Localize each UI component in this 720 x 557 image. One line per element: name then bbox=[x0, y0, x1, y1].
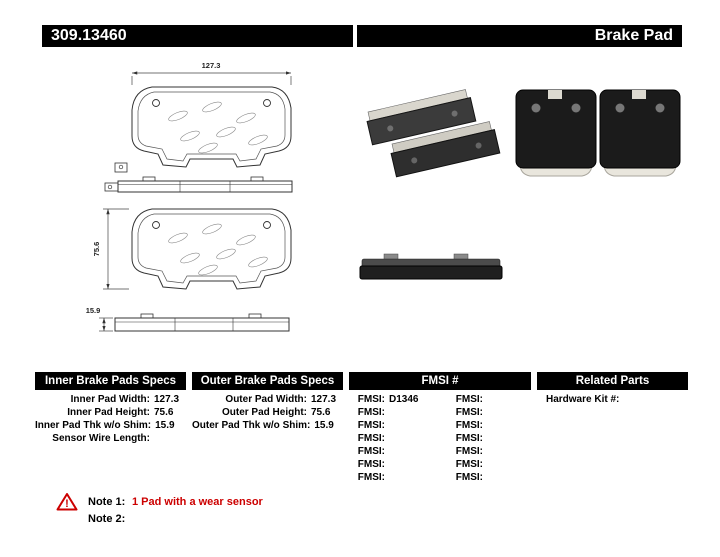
spec-value: 127.3 bbox=[154, 394, 180, 405]
height-dimension bbox=[103, 208, 129, 290]
table-row: FMSI: FMSI: bbox=[349, 458, 531, 471]
width-dimension bbox=[131, 71, 292, 85]
angled-pads-photo bbox=[366, 89, 501, 178]
fmsi-label: FMSI: bbox=[357, 459, 385, 470]
inner-specs-column: Inner Pad Width: 127.3 Inner Pad Height:… bbox=[35, 393, 186, 445]
fmsi-value bbox=[385, 419, 437, 432]
dim-width-label: 127.3 bbox=[202, 61, 221, 70]
fmsi-value: D1346 bbox=[389, 394, 419, 405]
fmsi-value bbox=[385, 458, 437, 471]
table-row: Outer Pad Height: 75.6 bbox=[192, 406, 343, 419]
table-row: Sensor Wire Length: bbox=[35, 432, 186, 445]
spec-label: Inner Pad Width: bbox=[70, 394, 150, 405]
note1-text: 1 Pad with a wear sensor bbox=[132, 496, 263, 508]
table-row: FMSI: FMSI: bbox=[349, 445, 531, 458]
fmsi-label: FMSI: bbox=[455, 407, 483, 418]
product-name: Brake Pad bbox=[594, 27, 673, 44]
spec-value bbox=[150, 432, 186, 445]
pad-edge-drawing-bottom bbox=[114, 313, 290, 332]
pad-face-drawing-bottom bbox=[131, 208, 292, 290]
fmsi-label: FMSI: bbox=[455, 420, 483, 431]
fmsi-column: FMSI: D1346 FMSI: FMSI: FMSI: FMSI: FMSI… bbox=[349, 393, 531, 484]
related-parts-header: Related Parts bbox=[537, 372, 688, 390]
fmsi-label: FMSI: bbox=[357, 420, 385, 431]
table-row: Inner Pad Width: 127.3 bbox=[35, 393, 186, 406]
inner-specs-header: Inner Brake Pads Specs bbox=[35, 372, 186, 390]
spec-label: Inner Pad Thk w/o Shim: bbox=[35, 420, 152, 431]
outer-specs-header: Outer Brake Pads Specs bbox=[192, 372, 343, 390]
fmsi-value bbox=[483, 432, 531, 445]
spec-label: Outer Pad Width: bbox=[225, 394, 307, 405]
fmsi-label: FMSI: bbox=[455, 459, 483, 470]
spec-label: Inner Pad Height: bbox=[67, 407, 150, 418]
spec-label: Outer Pad Thk w/o Shim: bbox=[192, 420, 311, 431]
fmsi-label: FMSI: bbox=[455, 433, 483, 444]
table-row: Hardware Kit #: bbox=[537, 393, 688, 406]
table-row: Outer Pad Thk w/o Shim: 15.9 bbox=[192, 419, 343, 432]
fmsi-value bbox=[385, 432, 437, 445]
part-number: 309.13460 bbox=[51, 27, 127, 44]
table-row: FMSI: FMSI: bbox=[349, 471, 531, 484]
fmsi-value bbox=[483, 419, 531, 432]
brake-pad-technical-drawing: 127.3 75.6 15.9 bbox=[86, 61, 293, 332]
note2-label: Note 2: bbox=[88, 513, 126, 525]
table-row: Outer Pad Width: 127.3 bbox=[192, 393, 343, 406]
spec-value: 15.9 bbox=[314, 420, 334, 431]
fmsi-label: FMSI: bbox=[357, 407, 385, 418]
table-row: FMSI: D1346 FMSI: bbox=[349, 393, 531, 406]
table-row: FMSI: FMSI: bbox=[349, 406, 531, 419]
fmsi-value bbox=[483, 393, 531, 406]
warning-triangle-icon: ! bbox=[56, 493, 78, 511]
fmsi-value bbox=[385, 445, 437, 458]
spec-label: Sensor Wire Length: bbox=[52, 433, 150, 444]
pad-face-drawing-top bbox=[114, 86, 292, 173]
product-name-bar: Brake Pad bbox=[357, 25, 682, 47]
table-row: FMSI: FMSI: bbox=[349, 432, 531, 445]
face-on-pads-photo bbox=[515, 89, 681, 177]
spec-label: Outer Pad Height: bbox=[221, 407, 307, 418]
pad-edge-drawing-top bbox=[104, 176, 293, 193]
note1-label: Note 1: bbox=[88, 496, 126, 508]
fmsi-value bbox=[483, 471, 531, 484]
fmsi-label: FMSI: bbox=[455, 446, 483, 457]
outer-specs-column: Outer Pad Width: 127.3 Outer Pad Height:… bbox=[192, 393, 343, 432]
fmsi-value bbox=[385, 406, 437, 419]
fmsi-header: FMSI # bbox=[349, 372, 531, 390]
table-row: FMSI: FMSI: bbox=[349, 419, 531, 432]
fmsi-label: FMSI: bbox=[357, 433, 385, 444]
fmsi-label: FMSI: bbox=[455, 472, 483, 483]
spec-value: 15.9 bbox=[155, 420, 175, 431]
spec-value: 75.6 bbox=[154, 407, 174, 418]
product-photos bbox=[359, 89, 681, 280]
table-row: Inner Pad Height: 75.6 bbox=[35, 406, 186, 419]
fmsi-label: FMSI: bbox=[357, 394, 385, 405]
svg-text:!: ! bbox=[65, 498, 69, 510]
edge-view-pad-photo bbox=[359, 253, 503, 280]
dim-height-label: 75.6 bbox=[92, 242, 101, 257]
related-parts-column: Hardware Kit #: bbox=[537, 393, 688, 406]
part-number-bar: 309.13460 bbox=[42, 25, 353, 47]
spec-value: 127.3 bbox=[311, 394, 337, 405]
spec-label: Hardware Kit #: bbox=[546, 394, 620, 405]
fmsi-label: FMSI: bbox=[357, 446, 385, 457]
thickness-dimension bbox=[99, 317, 113, 332]
fmsi-value bbox=[483, 445, 531, 458]
fmsi-label: FMSI: bbox=[357, 472, 385, 483]
fmsi-value bbox=[483, 458, 531, 471]
fmsi-value bbox=[483, 406, 531, 419]
fmsi-label: FMSI: bbox=[455, 394, 483, 405]
spec-value: 75.6 bbox=[311, 407, 331, 418]
fmsi-value bbox=[385, 471, 437, 484]
table-row: Inner Pad Thk w/o Shim: 15.9 bbox=[35, 419, 186, 432]
dim-thickness-label: 15.9 bbox=[86, 306, 101, 315]
